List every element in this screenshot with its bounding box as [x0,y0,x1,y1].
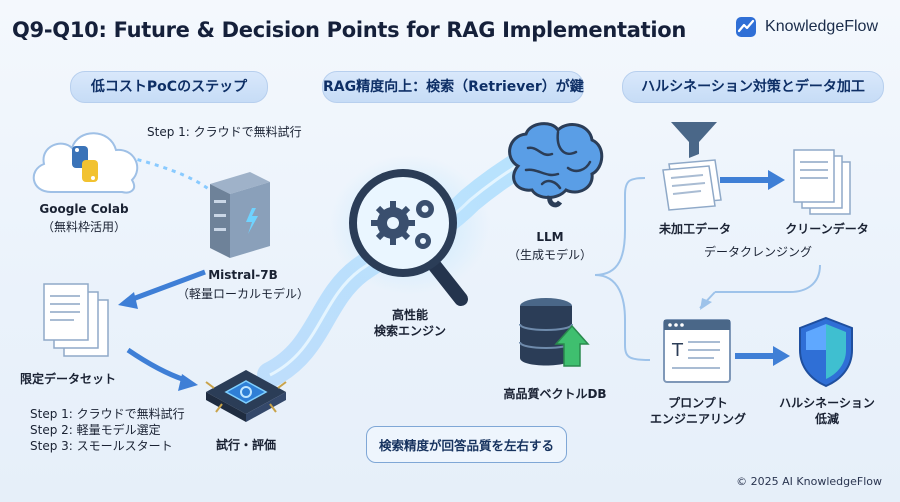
svg-text:T: T [671,340,684,361]
section-pill-hallucination: ハルシネーション対策とデータ加工 [622,71,884,103]
funnel-papers-icon [662,122,722,211]
vectordb-label: 高品質ベクトルDB [503,387,607,401]
step-list-2: Step 2: 軽量モデル選定 [30,423,161,437]
page-title: Q9-Q10: Future & Decision Points for RAG… [12,18,687,42]
raw-data-label: 未加工データ [658,222,731,236]
brand: KnowledgeFlow [735,16,878,38]
mistral-label: Mistral-7B [208,268,278,282]
prompt-label-1: プロンプト [668,396,728,410]
step-list-1: Step 1: クラウドで無料試行 [30,407,185,421]
callout-box: 検索精度が回答品質を左右する [366,426,568,463]
limited-data-label: 限定データセット [20,372,117,386]
section-pill-rag: RAG精度向上：検索（Retriever）が鍵 [322,71,584,103]
prompt-label-2: エンジニアリング [649,412,746,426]
python-cloud-icon [32,132,139,194]
colab-label: Google Colab [39,202,129,216]
section-pill-poc: 低コストPoCのステップ [70,71,268,103]
mistral-sublabel: （軽量ローカルモデル） [176,287,309,301]
step1-caption: Step 1: クラウドで無料試行 [147,125,302,139]
engine-label-1: 高性能 [391,308,428,322]
halluc-label-2: 低減 [814,412,839,426]
shield-icon [799,316,853,388]
prompt-window-icon: T [663,319,731,383]
brand-name: KnowledgeFlow [765,18,878,35]
halluc-label-1: ハルシネーション [779,396,875,410]
trial-label: 試行・評価 [215,438,276,452]
server-icon [210,172,270,258]
colab-sublabel: （無料枠活用） [41,220,126,234]
magnifier-gears-icon [349,169,468,306]
llm-sublabel: （生成モデル） [507,248,592,262]
step-list-3: Step 3: スモールスタート [30,439,173,453]
chart-logo-icon [736,17,757,37]
brain-icon [508,122,604,208]
footer-copyright: © 2025 AI KnowledgeFlow [736,475,882,488]
documents-icon [43,283,109,357]
engine-label-2: 検索エンジン [373,324,446,338]
clean-documents-icon [793,149,851,215]
llm-label: LLM [536,230,564,244]
database-icon [519,298,590,367]
clean-data-label: クリーンデータ [785,222,869,236]
cleansing-label: データクレンジング [704,245,813,259]
chip-icon [205,370,287,422]
